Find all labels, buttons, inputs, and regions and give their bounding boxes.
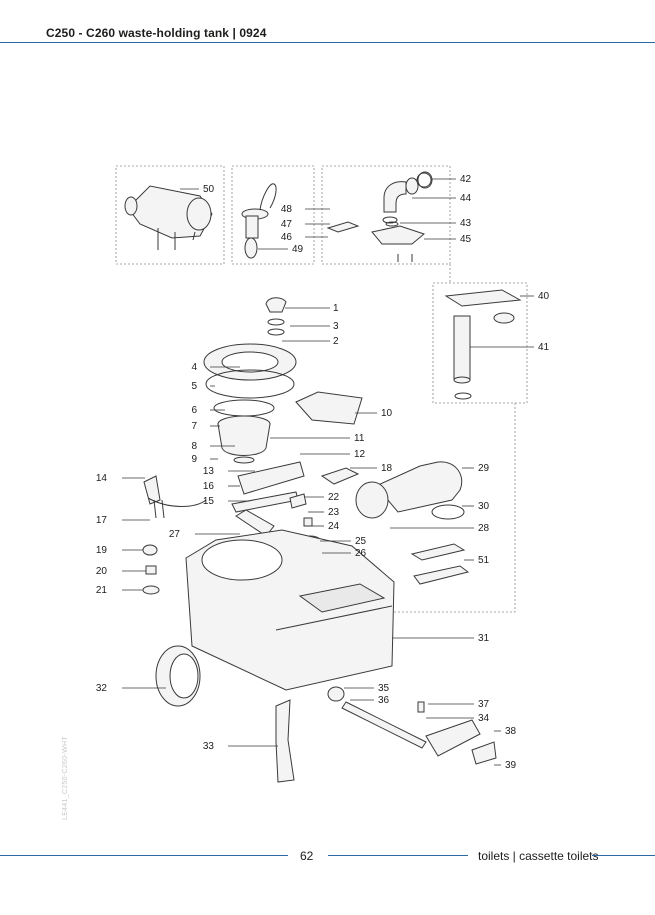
callout-16: 16: [203, 481, 215, 492]
bracket-plate-drawing: [326, 221, 426, 262]
callout-36: 36: [378, 695, 390, 706]
bar-51-drawing: [410, 543, 470, 585]
callout-45: 45: [460, 234, 472, 245]
valve-knob-drawing: [265, 297, 287, 336]
callout-23: 23: [328, 507, 340, 518]
callout-32: 32: [96, 683, 108, 694]
callout-4: 4: [191, 362, 197, 373]
detail-box-50: [115, 165, 225, 265]
callout-48: 48: [281, 204, 293, 215]
callout-12: 12: [354, 449, 366, 460]
callout-3: 3: [333, 321, 339, 332]
inlet-tube-drawing: [444, 289, 522, 400]
callout-40: 40: [538, 291, 550, 302]
pour-spout-drawing: [355, 461, 465, 520]
callout-41: 41: [538, 342, 550, 353]
callout-49: 49: [292, 244, 304, 255]
detail-box-49: [231, 165, 315, 265]
lever-arm-drawing: [143, 475, 207, 519]
callout-20: 20: [96, 566, 108, 577]
callout-38: 38: [505, 726, 517, 737]
callout-2: 2: [333, 336, 339, 347]
waste-tank-drawing: [185, 529, 395, 691]
callout-15: 15: [203, 496, 215, 507]
header-divider: [0, 42, 655, 43]
callout-33: 33: [203, 741, 215, 752]
callout-25: 25: [355, 536, 367, 547]
drawing-code: LE441_C250-C260-WHT: [62, 736, 69, 820]
page-header-title: C250 - C260 waste-holding tank | 0924: [46, 26, 267, 40]
handle-drawing: [275, 699, 295, 783]
callout-22: 22: [328, 492, 340, 503]
callout-28: 28: [478, 523, 490, 534]
callout-11: 11: [354, 433, 365, 444]
callout-47: 47: [281, 219, 293, 230]
footer-divider-left: [0, 855, 288, 856]
callout-29: 29: [478, 463, 490, 474]
callout-31: 31: [478, 633, 490, 644]
small-plate-drawing: [320, 467, 360, 485]
callout-39: 39: [505, 760, 517, 771]
callout-8: 8: [191, 441, 197, 452]
page-number: 62: [300, 849, 314, 863]
washer-drawing: [142, 585, 160, 595]
detail-box-40-41: [432, 282, 528, 404]
callout-51: 51: [478, 555, 490, 566]
callout-42: 42: [460, 174, 472, 185]
callout-18: 18: [381, 463, 393, 474]
callout-34: 34: [478, 713, 490, 724]
handle-rod-drawing: [327, 686, 497, 765]
wheel-drawing: [155, 645, 201, 707]
callout-26: 26: [355, 548, 367, 559]
slide-blade-drawing: [237, 461, 305, 495]
cap-drawing: [142, 544, 158, 556]
seal-ring-drawing: [203, 343, 297, 417]
level-sensor-drawing: [241, 183, 277, 259]
footer-divider-right: [592, 855, 655, 856]
callout-27: 27: [169, 529, 181, 540]
callout-5: 5: [191, 381, 197, 392]
spring-drawing: [145, 565, 157, 575]
callout-46: 46: [281, 232, 293, 243]
callout-17: 17: [96, 515, 108, 526]
callout-14: 14: [96, 473, 108, 484]
callout-9: 9: [191, 454, 197, 465]
callout-10: 10: [381, 408, 393, 419]
callout-43: 43: [460, 218, 472, 229]
callout-37: 37: [478, 699, 490, 710]
blade-guide-drawing: [231, 491, 299, 513]
callout-50: 50: [203, 184, 215, 195]
callout-30: 30: [478, 501, 490, 512]
callout-7: 7: [191, 421, 197, 432]
cover-plate-drawing: [295, 391, 363, 425]
callout-44: 44: [460, 193, 472, 204]
spring-small-drawing: [303, 517, 313, 527]
callout-35: 35: [378, 683, 390, 694]
callout-24: 24: [328, 521, 340, 532]
detail-box-hose-fittings: [321, 165, 451, 265]
callout-6: 6: [191, 405, 197, 416]
clip-drawing: [289, 493, 307, 509]
pump-unit-drawing: [124, 185, 213, 250]
elbow-fitting-drawing: [382, 171, 433, 224]
callout-21: 21: [96, 585, 108, 596]
footer-divider-mid: [328, 855, 468, 856]
blade-housing-drawing: [217, 415, 271, 464]
callout-19: 19: [96, 545, 108, 556]
callout-13: 13: [203, 466, 215, 477]
callout-1: 1: [333, 303, 339, 314]
footer-section: toilets | cassette toilets: [478, 849, 599, 863]
vent-valve-drawing: [235, 509, 275, 537]
